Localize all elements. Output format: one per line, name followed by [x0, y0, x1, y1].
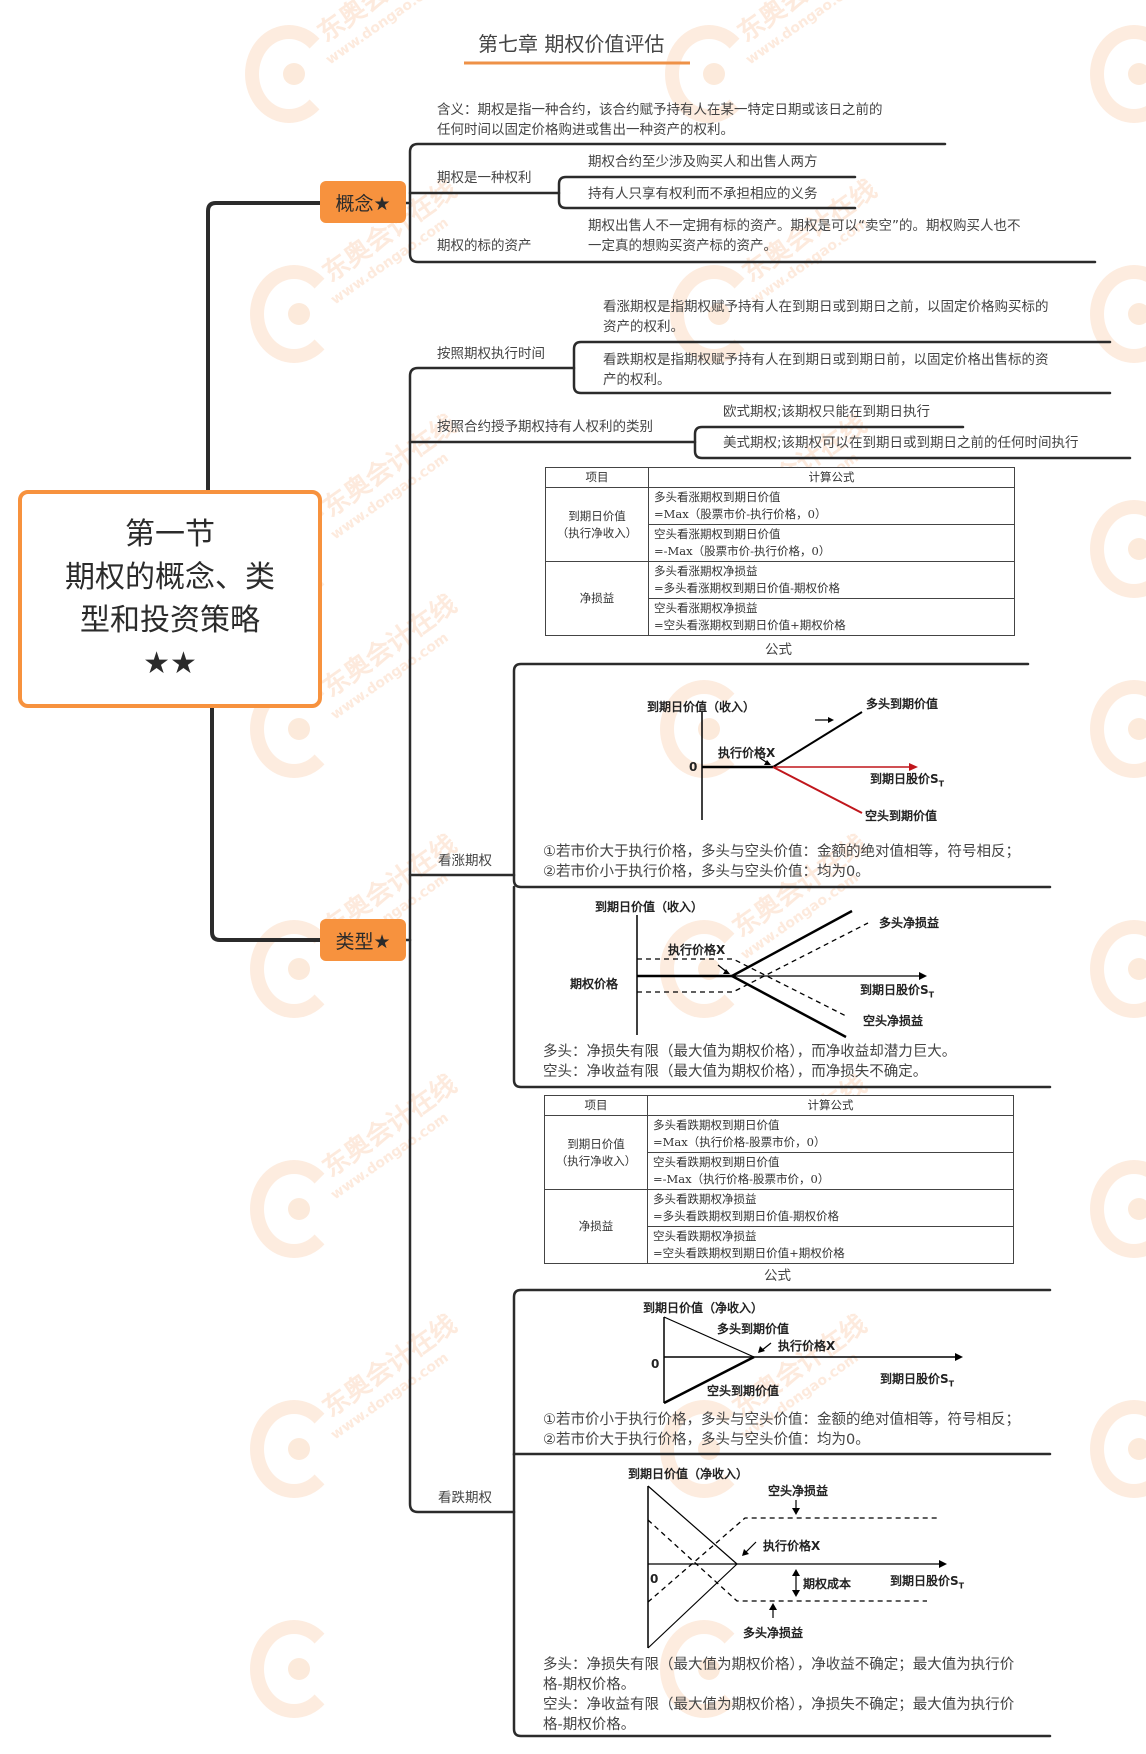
chart4-y-label: 到期日价值（净收入）	[628, 1467, 749, 1481]
concept-node[interactable]: 概念★	[320, 181, 406, 223]
european-option[interactable]: 欧式期权;该期权只能在到期日执行	[723, 404, 931, 420]
concept-underlying-text[interactable]: 期权出售人不一定拥有标的资产。期权是可以“卖空”的。期权购买人也不 一定真的想购…	[588, 216, 1021, 256]
chart4-x-label: 到期日股价ST	[890, 1574, 965, 1591]
definition-line2: 任何时间以固定价格购进或售出一种资产的权利。	[437, 122, 734, 138]
chart3-long-label: 多头到期价值	[717, 1322, 790, 1336]
chart2-strike-label: 执行价格X	[668, 943, 726, 957]
call-definition[interactable]: 看涨期权是指期权赋予持有人在到期日或到期日之前，以固定价格购买标的 资产的权利。	[603, 297, 1049, 337]
chart1-long-label: 多头到期价值	[866, 697, 939, 711]
put-definition[interactable]: 看跌期权是指期权赋予持有人在到期日或到期日前，以固定价格出售标的资 产的权利。	[603, 350, 1049, 390]
chart4-note-1: 多头：净损失有限（最大值为期权价格），净收益不确定；最大值为执行价	[543, 1657, 1015, 1673]
call-table-caption: 公式	[765, 642, 792, 658]
table-row: 多头看跌期权净损益=多头看跌期权到期日价值-期权价格	[647, 1189, 1014, 1227]
table-row: 多头看涨期权到期日价值=Max（股票市价-执行价格，0）	[648, 487, 1015, 525]
table-group-profit: 净损益	[545, 561, 649, 636]
underlying-line1: 期权出售人不一定拥有标的资产。期权是可以“卖空”的。期权购买人也不	[588, 218, 1021, 234]
concept-right-item-1[interactable]: 期权合约至少涉及购买人和出售人两方	[588, 154, 818, 170]
chart4-note-2: 格-期权价格。	[543, 1677, 636, 1693]
table-header-item: 项目	[544, 1095, 648, 1116]
importance-stars: ★★	[143, 646, 197, 681]
chart3-y-label: 到期日价值（净收入）	[643, 1301, 764, 1315]
underlying-line2: 一定真的想购买资产标的资产。	[588, 238, 777, 254]
chart4-long-label: 多头净损益	[743, 1626, 804, 1640]
by-exercise-time-label[interactable]: 按照期权执行时间	[437, 346, 545, 362]
call-option-label[interactable]: 看涨期权	[438, 853, 492, 869]
table-header-formula: 计算公式	[647, 1095, 1014, 1116]
types-node[interactable]: 类型★	[320, 919, 406, 961]
call-def-line2: 资产的权利。	[603, 319, 684, 335]
definition-line1: 含义：期权是指一种合约，该合约赋予持有人在某一特定日期或该日之前的	[437, 102, 883, 118]
chart1-short-label: 空头到期价值	[865, 809, 938, 823]
chart2-note-1: 多头：净损失有限（最大值为期权价格），而净收益却潜力巨大。	[543, 1044, 957, 1060]
central-topic-line3: 型和投资策略	[80, 603, 260, 638]
put-option-label[interactable]: 看跌期权	[438, 1490, 492, 1506]
chart3-note-1: ①若市价小于执行价格，多头与空头价值：金额的绝对值相等，符号相反；	[543, 1412, 1020, 1428]
page-title: 第七章 期权价值评估	[478, 32, 665, 56]
chart3-zero: 0	[651, 1357, 660, 1371]
chart4-strike-label: 执行价格X	[763, 1539, 821, 1553]
chart4-note-3: 空头：净收益有限（最大值为期权价格），净损失不确定；最大值为执行价	[543, 1697, 1015, 1713]
table-row: 多头看涨期权净损益=多头看涨期权到期日价值-期权价格	[648, 561, 1015, 599]
chart2-long-label: 多头净损益	[879, 916, 940, 930]
chart3-short-label: 空头到期价值	[707, 1384, 780, 1398]
central-topic-line1: 第一节	[125, 517, 215, 552]
chart3-note-2: ②若市价大于执行价格，多头与空头价值：均为0。	[543, 1432, 870, 1448]
call-def-line1: 看涨期权是指期权赋予持有人在到期日或到期日之前，以固定价格购买标的	[603, 299, 1049, 315]
chart1-note-2: ②若市价小于执行价格，多头与空头价值：均为0。	[543, 864, 870, 880]
central-topic-node[interactable]: 第一节 期权的概念、类 型和投资策略 ★★	[18, 490, 322, 708]
chart2-x-label: 到期日股价ST	[860, 983, 935, 1000]
table-group-value: 到期日价值（执行净收入）	[544, 1115, 648, 1190]
chart3-x-label: 到期日股价ST	[880, 1372, 955, 1389]
concept-underlying-label[interactable]: 期权的标的资产	[437, 238, 532, 254]
concept-definition: 含义：期权是指一种合约，该合约赋予持有人在某一特定日期或该日之前的 任何时间以固…	[437, 100, 883, 140]
american-option[interactable]: 美式期权;该期权可以在到期日或到期日之前的任何时间执行	[723, 435, 1079, 451]
table-header-formula: 计算公式	[648, 467, 1015, 488]
chart4-cost-label: 期权成本	[803, 1577, 852, 1591]
chart2-note-2: 空头：净收益有限（最大值为期权价格），而净损失不确定。	[543, 1064, 928, 1080]
by-rights-label[interactable]: 按照合约授予期权持有人权利的类别	[437, 419, 653, 435]
table-row: 空头看跌期权净损益=空头看跌期权到期日价值+期权价格	[647, 1226, 1014, 1264]
chart4-note-4: 格-期权价格。	[543, 1717, 636, 1733]
central-topic-line2: 期权的概念、类	[65, 560, 275, 595]
table-row: 多头看跌期权到期日价值=Max（执行价格-股票市价，0）	[647, 1115, 1014, 1153]
chart2-short-label: 空头净损益	[863, 1014, 924, 1028]
table-row: 空头看跌期权到期日价值=-Max（执行价格-股票市价，0）	[647, 1152, 1014, 1190]
put-profit-chart	[647, 1485, 947, 1649]
chart4-zero: 0	[650, 1572, 659, 1586]
call-profit-chart	[636, 909, 927, 1039]
chart2-premium-label: 期权价格	[570, 977, 619, 991]
chart1-zero: 0	[689, 760, 698, 774]
put-value-chart	[663, 1316, 963, 1405]
table-row: 空头看涨期权到期日价值=-Max（股票市价-执行价格，0）	[648, 524, 1015, 562]
put-table-caption: 公式	[764, 1268, 791, 1284]
table-header-item: 项目	[545, 467, 649, 488]
call-formula-table: 项目计算公式 到期日价值（执行净收入） 多头看涨期权到期日价值=Max（股票市价…	[545, 467, 1015, 636]
concept-right-label[interactable]: 期权是一种权利	[437, 170, 532, 186]
put-def-line2: 产的权利。	[603, 372, 671, 388]
chart2-y-label: 到期日价值（收入）	[595, 900, 704, 914]
call-value-chart	[701, 711, 918, 820]
table-row: 空头看涨期权净损益=空头看涨期权到期日价值+期权价格	[648, 598, 1015, 636]
concept-right-item-2[interactable]: 持有人只享有权利而不承担相应的义务	[588, 186, 818, 202]
chart1-x-label: 到期日股价ST	[870, 772, 945, 789]
table-group-value: 到期日价值（执行净收入）	[545, 487, 649, 562]
chart4-short-label: 空头净损益	[768, 1484, 829, 1498]
table-group-profit: 净损益	[544, 1189, 648, 1264]
chart1-note-1: ①若市价大于执行价格，多头与空头价值：金额的绝对值相等，符号相反；	[543, 844, 1020, 860]
chart3-strike-label: 执行价格X	[778, 1339, 836, 1353]
put-formula-table: 项目计算公式 到期日价值（执行净收入） 多头看跌期权到期日价值=Max（执行价格…	[544, 1095, 1014, 1264]
chart1-y-label: 到期日价值（收入）	[647, 700, 756, 714]
put-def-line1: 看跌期权是指期权赋予持有人在到期日或到期日前，以固定价格出售标的资	[603, 352, 1049, 368]
chart1-strike-label: 执行价格X	[718, 746, 776, 760]
